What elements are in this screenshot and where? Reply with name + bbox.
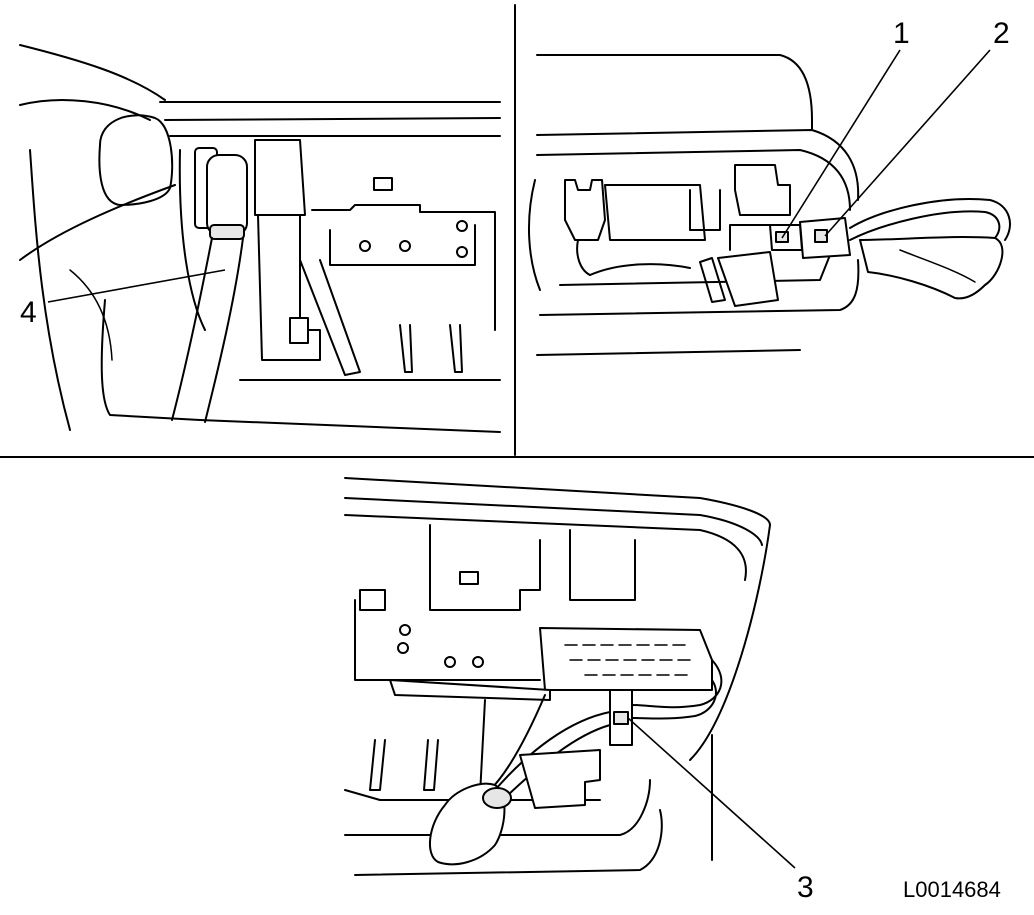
rib-2 [449, 324, 463, 373]
grommet-crease [899, 249, 976, 283]
fingertip [98, 114, 174, 206]
loose-connector [717, 251, 779, 307]
module-window [289, 317, 309, 344]
module-body [257, 214, 321, 361]
rib-3 [479, 699, 486, 796]
finger-upper-line [19, 99, 151, 121]
panel-dividers [0, 4, 1034, 458]
grommet-mouth [482, 787, 512, 809]
callout-line-3 [627, 717, 796, 869]
cable-right-edge [204, 237, 244, 423]
housing-bottom-rail [344, 779, 651, 836]
bracket-hole-4 [472, 656, 484, 668]
wire-loop-lower [849, 210, 1001, 241]
bracket-clip [359, 589, 386, 611]
panel-top-right: 1 2 [528, 17, 1011, 356]
wire-to-grommet-3 [489, 694, 546, 791]
bracket-plate [429, 524, 541, 611]
module-housing [734, 164, 791, 216]
lamp-body [604, 184, 706, 241]
callout-line-2 [824, 49, 991, 237]
connector-collar [209, 224, 245, 240]
cable-left-edge [171, 237, 213, 421]
bracket-plate [329, 224, 476, 266]
palm-crease [69, 269, 113, 361]
housing-top-outline [536, 54, 813, 131]
lower-housing-block [519, 749, 601, 809]
housing-upper-edge [536, 129, 860, 201]
rib-1 [369, 739, 386, 791]
connector-lead [729, 224, 771, 251]
connector-strip [539, 627, 713, 691]
palm-outline [29, 149, 71, 431]
connector-3-latch [613, 711, 629, 725]
bracket-slot [373, 177, 393, 191]
module-cap [254, 139, 306, 216]
bracket-hole-3 [444, 656, 456, 668]
wire-loop-lower [631, 679, 717, 720]
callout-label-3: 3 [797, 871, 814, 904]
bracket-slot [459, 571, 479, 585]
bracket-hole-4 [456, 246, 468, 258]
housing-lower-rail [344, 789, 601, 801]
callout-line-4 [47, 269, 226, 303]
housing-inner-edge [536, 149, 851, 211]
callout-label-1: 1 [893, 17, 910, 50]
panel-top-left: 4 [19, 44, 501, 433]
rib-2 [423, 739, 439, 791]
housing-rail-mid [164, 117, 501, 121]
clip-rail [389, 679, 551, 701]
wire-loop-upper [849, 198, 1011, 241]
bracket-hole-1 [399, 624, 411, 636]
housing-bottom [100, 299, 501, 433]
housing-lower-edge [539, 259, 860, 316]
wire-to-grommet-1 [494, 711, 611, 791]
callout-line-1 [781, 49, 901, 239]
loose-connector-tab [699, 257, 726, 303]
figure-reference-code: L0014684 [903, 877, 1001, 902]
housing-left-wall [528, 179, 541, 291]
bracket-hole-3 [456, 220, 468, 232]
bracket-base [354, 599, 541, 681]
bracket-hole-2 [399, 240, 411, 252]
housing-bottom-edge [536, 349, 801, 356]
housing-left-curve [178, 149, 206, 331]
bracket-top [311, 204, 496, 331]
connector-body [206, 154, 248, 236]
housing-top-inner [344, 497, 763, 546]
housing-inner-lip [344, 514, 747, 581]
housing-right-curve [689, 524, 771, 761]
grommet [859, 236, 1004, 300]
bracket-hole-2 [397, 642, 409, 654]
finger-lower-line [19, 184, 176, 261]
housing-top-edge [344, 477, 771, 526]
housing-tray [559, 254, 831, 286]
mount-block [569, 529, 636, 601]
rib-1 [399, 324, 413, 373]
callout-label-2: 2 [993, 17, 1010, 50]
housing-base [354, 809, 663, 876]
finger-top-edge [19, 44, 166, 101]
wire-loop-upper [631, 659, 723, 709]
callout-label-4: 4 [20, 296, 37, 329]
connector-2-latch [814, 229, 828, 243]
lamp-reflector [589, 263, 691, 276]
release-lever [299, 259, 361, 376]
bracket-hole-1 [359, 240, 371, 252]
lamp-socket [564, 179, 606, 241]
lamp-socket-stem [576, 239, 591, 276]
panel-bottom: 3 [344, 477, 814, 904]
module-clip [689, 189, 721, 231]
